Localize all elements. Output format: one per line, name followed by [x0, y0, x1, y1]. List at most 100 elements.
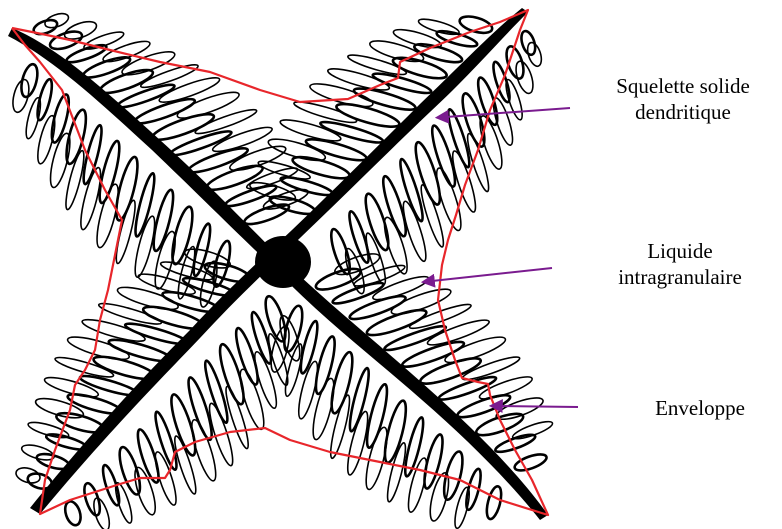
- secondary-arm-lobe: [526, 41, 543, 68]
- secondary-arm-lobe: [96, 183, 119, 249]
- secondary-arm-lobe: [399, 157, 424, 223]
- secondary-arm-lobe: [293, 101, 358, 124]
- secondary-arm-lobe: [187, 376, 213, 442]
- secondary-arm-lobe: [20, 62, 39, 99]
- secondary-arm-lobe: [159, 261, 214, 281]
- secondary-arm-lobe: [134, 466, 157, 516]
- secondary-arm-lobe: [403, 416, 425, 478]
- secondary-arm-lobe: [365, 426, 388, 491]
- label-solid-skeleton: Squelette solide dendritique: [588, 73, 778, 125]
- secondary-dendrite-arms: [12, 12, 554, 529]
- secondary-arm-lobe: [383, 324, 448, 352]
- secondary-arm-lobe: [297, 360, 319, 420]
- secondary-arm-lobe: [365, 382, 389, 450]
- secondary-arm-lobe: [154, 451, 177, 506]
- secondary-arm-lobe: [479, 115, 503, 170]
- secondary-arm-lobe: [254, 350, 278, 410]
- secondary-arm-lobe: [414, 140, 442, 206]
- secondary-arm-lobe: [115, 83, 176, 109]
- secondary-arm-lobe: [314, 335, 336, 396]
- secondary-arm-lobe: [152, 188, 175, 253]
- secondary-arm-lobe: [203, 359, 229, 425]
- secondary-arm-lobe: [234, 326, 259, 386]
- secondary-arm-lobe: [447, 108, 471, 169]
- secondary-arm-lobe: [444, 336, 507, 364]
- secondary-arm-lobe: [330, 350, 354, 415]
- secondary-arm-lobe: [423, 433, 444, 490]
- secondary-arm-lobe: [154, 230, 176, 290]
- primary-arm-ne-sw: [30, 8, 528, 514]
- secondary-arm-lobe: [515, 60, 534, 95]
- secondary-arm-lobe: [402, 200, 427, 263]
- label-envelope-line1: Enveloppe: [655, 396, 745, 420]
- secondary-arm-lobe: [478, 376, 533, 400]
- secondary-arm-lobe: [392, 28, 442, 49]
- secondary-arm-lobe: [133, 97, 197, 125]
- secondary-arm-lobe: [348, 209, 370, 265]
- secondary-arm-lobe: [34, 397, 85, 419]
- secondary-arm-lobe: [48, 30, 84, 51]
- secondary-arm-lobe: [27, 421, 70, 439]
- secondary-arm-lobe: [158, 77, 221, 103]
- secondary-arm-lobe: [12, 78, 30, 114]
- secondary-arm-lobe: [454, 486, 471, 529]
- secondary-arm-lobe: [335, 102, 401, 128]
- secondary-arm-lobe: [168, 130, 233, 157]
- arrow-skeleton: [434, 107, 571, 124]
- secondary-arm-lobe: [348, 366, 370, 433]
- secondary-arm-lobe: [44, 12, 70, 29]
- secondary-arm-lobe: [116, 286, 179, 311]
- secondary-arm-lobe: [121, 51, 176, 76]
- secondary-arm-lobe: [495, 397, 544, 421]
- secondary-arm-lobe: [344, 247, 365, 295]
- secondary-arm-lobe: [353, 264, 406, 287]
- secondary-arm-lobe: [364, 192, 390, 252]
- secondary-arm-lobe: [386, 442, 407, 503]
- envelope-outline: [11, 8, 550, 517]
- secondary-arm-lobe: [37, 114, 56, 165]
- secondary-arm-lobe: [511, 420, 554, 440]
- secondary-arm-lobe: [137, 273, 196, 296]
- secondary-arm-lobe: [134, 215, 156, 279]
- secondary-arm-lobe: [390, 288, 452, 315]
- secondary-arm-lobe: [381, 174, 408, 238]
- secondary-arm-lobe: [505, 78, 523, 121]
- secondary-arm-lobe: [426, 319, 490, 346]
- secondary-arm-lobe: [352, 87, 417, 111]
- secondary-arm-lobe: [177, 245, 196, 300]
- secondary-arm-lobe: [267, 333, 289, 387]
- secondary-arm-lobe: [218, 342, 245, 406]
- secondary-arm-lobe: [43, 376, 100, 398]
- secondary-arm-lobe: [176, 91, 240, 119]
- secondary-arm-lobe: [371, 72, 433, 95]
- secondary-arm-lobe: [435, 167, 462, 232]
- secondary-arm-lobe: [15, 467, 41, 484]
- secondary-arm-lobe: [329, 227, 352, 276]
- label-envelope: Enveloppe: [630, 395, 770, 421]
- secondary-arm-lobe: [243, 203, 291, 226]
- label-intragranular-liquid-line2: intragranulaire: [618, 265, 742, 289]
- secondary-arm-lobe: [150, 112, 216, 142]
- secondary-arm-lobe: [81, 318, 146, 342]
- secondary-arm-lobe: [348, 294, 407, 321]
- secondary-arm-lobe: [63, 500, 82, 527]
- secondary-arm-lobe: [171, 205, 194, 266]
- secondary-arm-lobe: [520, 29, 537, 57]
- secondary-arm-lobe: [485, 485, 503, 521]
- secondary-arm-lobe: [312, 377, 335, 441]
- secondary-arm-lobe: [194, 108, 258, 135]
- secondary-arm-lobe: [191, 418, 217, 482]
- secondary-arm-lobe: [279, 314, 301, 362]
- secondary-arm-lobe: [114, 481, 133, 524]
- secondary-arm-lobe: [250, 310, 273, 365]
- secondary-arm-lobe: [299, 319, 319, 375]
- label-intragranular-liquid: Liquide intragranulaire: [590, 238, 770, 290]
- primary-dendrite-arms: [8, 8, 548, 520]
- secondary-arm-lobe: [347, 54, 408, 76]
- secondary-arm-lobe: [63, 20, 98, 40]
- dendrite-core: [255, 236, 311, 288]
- secondary-arm-lobe: [199, 260, 218, 308]
- secondary-arm-lobe: [429, 472, 450, 522]
- secondary-arm-lobe: [327, 68, 391, 91]
